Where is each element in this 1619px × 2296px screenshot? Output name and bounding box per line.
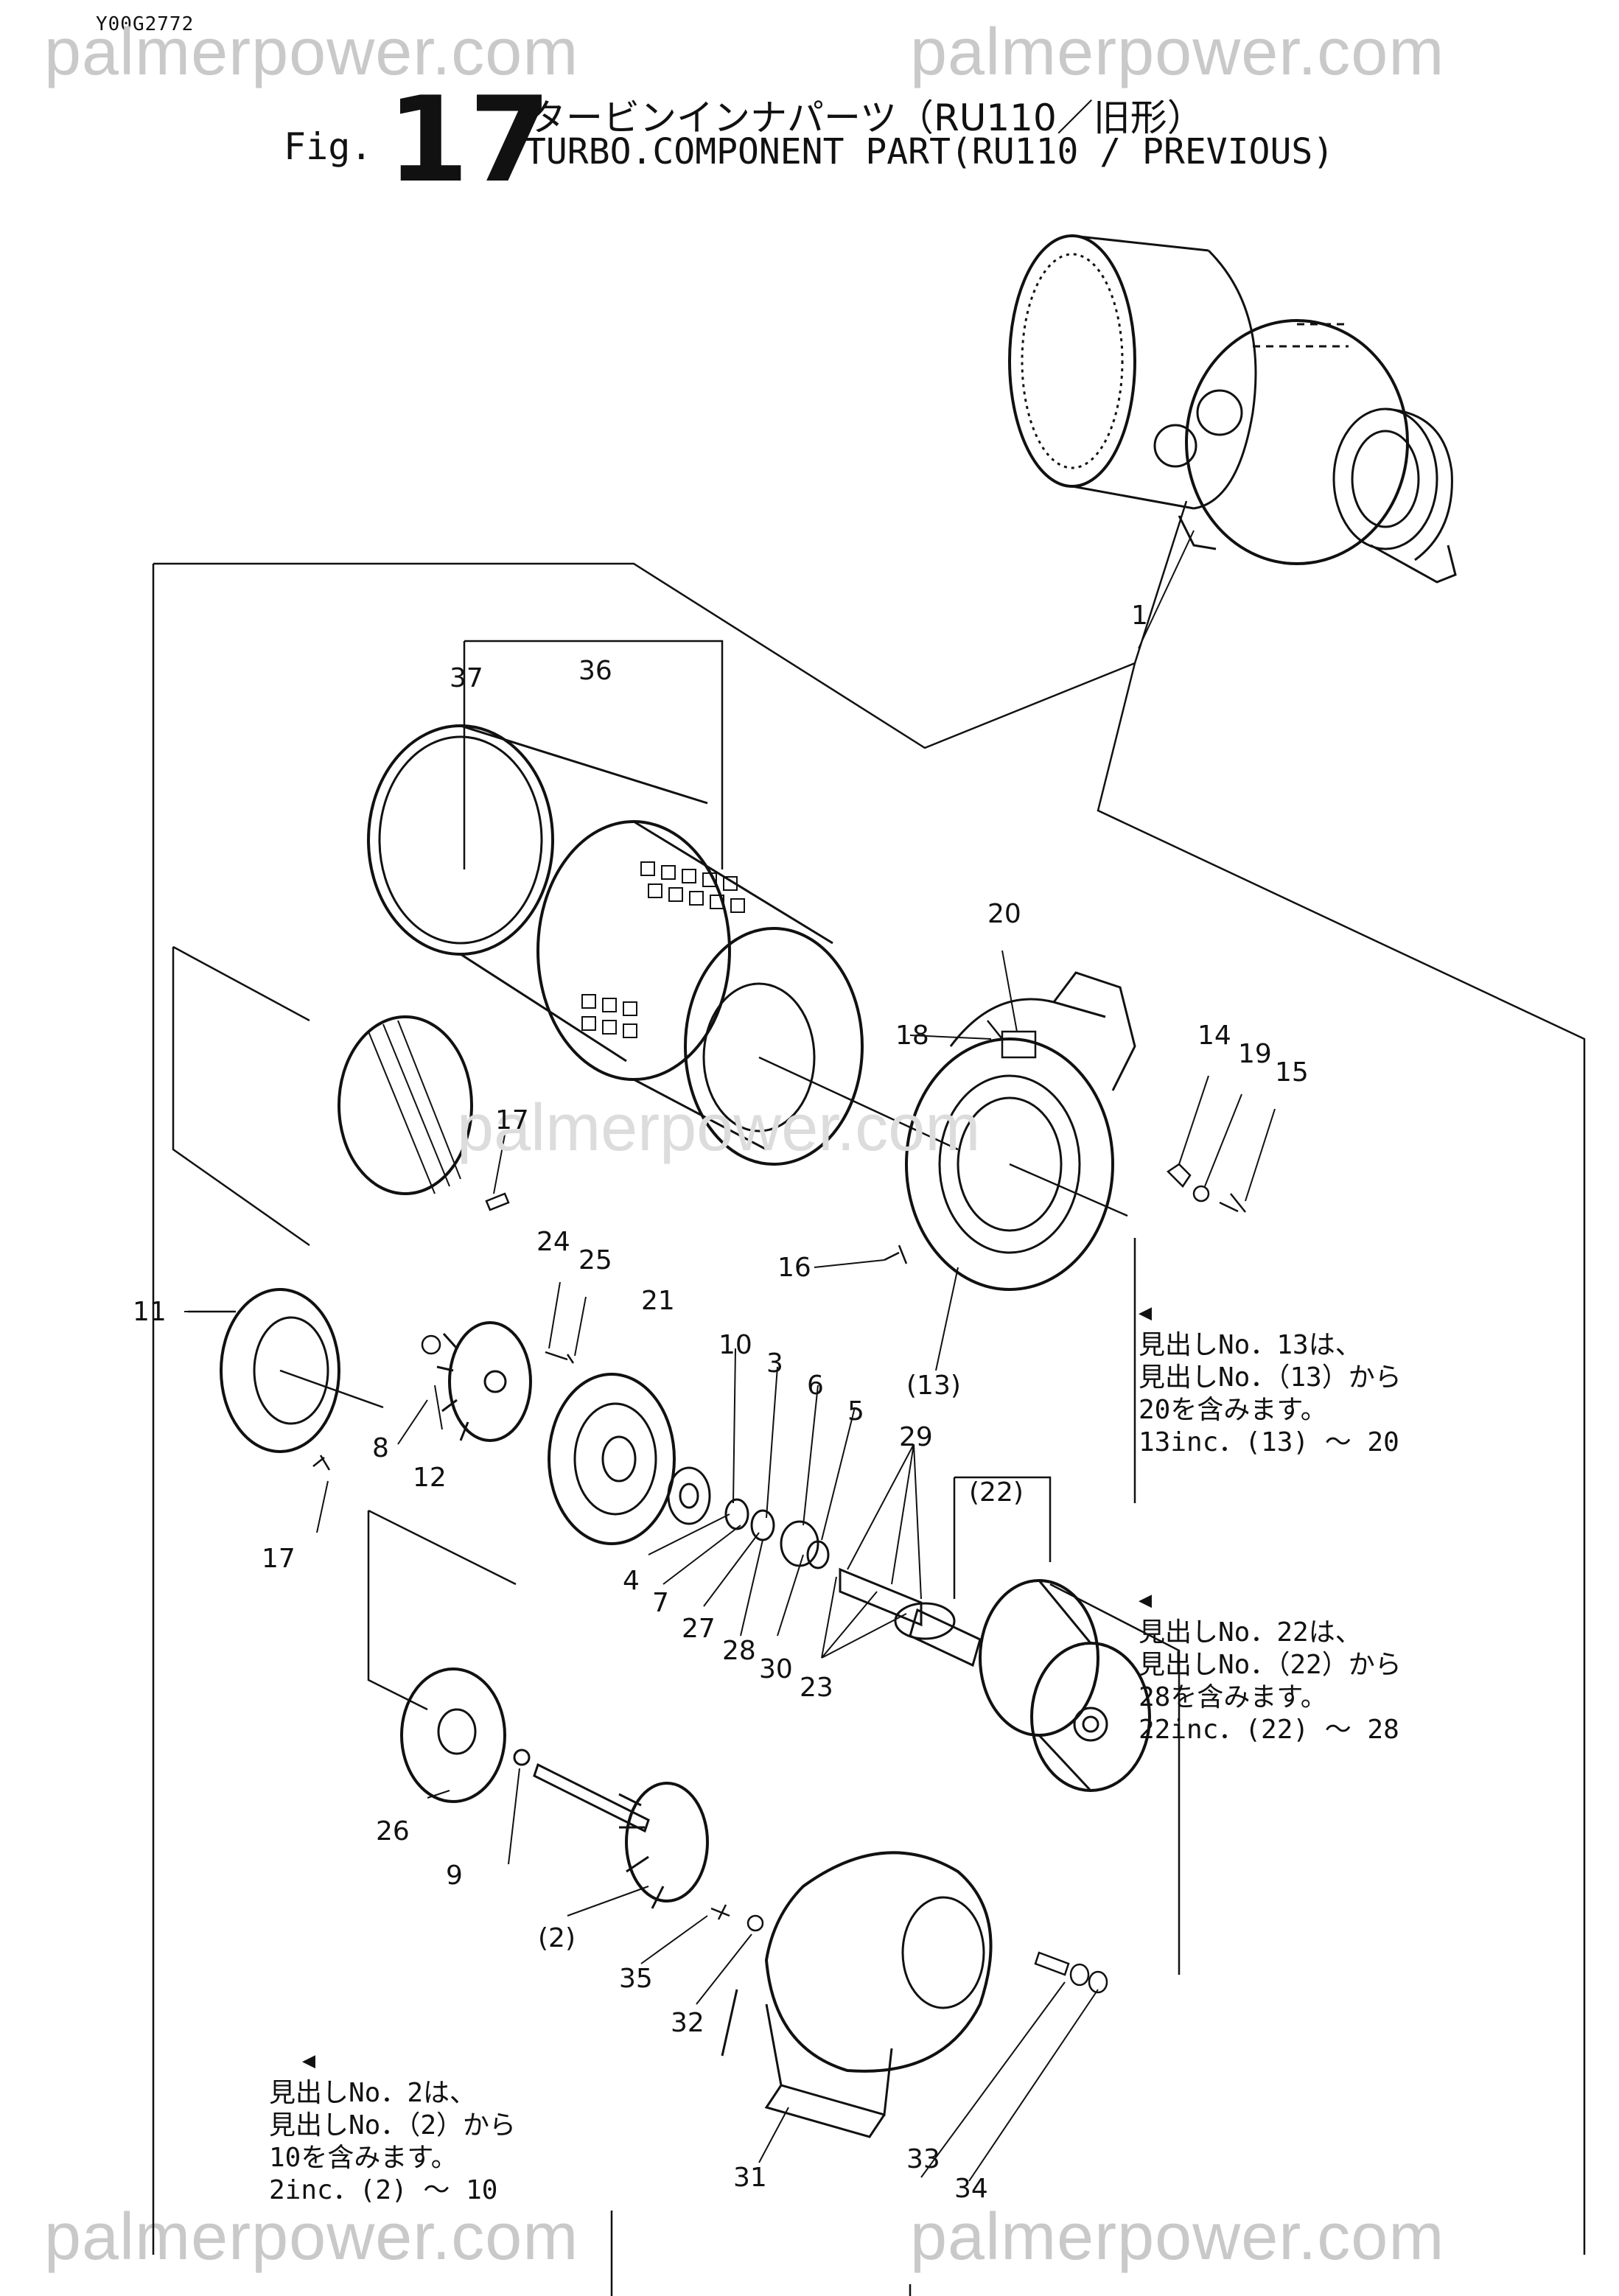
parts-turbine-housing-fasteners [710,1904,1108,1994]
watermark-top-left: palmerpower.com [44,15,579,89]
part-label-14: 14 [1197,1021,1231,1051]
figure-title-english: TURBO.COMPONENT PART(RU110 / PREVIOUS) [525,131,1335,172]
part-label-16: 16 [777,1253,811,1283]
note-22-line1: 見出しNo．22は、 [1139,1617,1362,1648]
part-12-compressor-wheel [436,1321,532,1442]
part-label-37: 37 [450,663,483,693]
note-13-line4: 13inc．(13) ～ 20 [1139,1427,1399,1457]
part-13-compressor-housing [905,971,1136,1291]
figure-title-japanese: タービンインナパーツ（RU110／旧形） [529,97,1204,139]
part-label-34: 34 [954,2174,988,2204]
part-31-turbine-housing [721,1851,993,2138]
note-2-line1: 見出しNo．2は、 [269,2078,477,2108]
part-11-compressor-backplate [220,1015,473,1453]
parts-bearing-seal-cluster [667,1466,982,1667]
part-26-heat-shield [400,1667,506,1803]
note-13-line3: 20を含みます。 [1139,1395,1327,1425]
part-label-6: 6 [807,1371,824,1401]
note-13-block: ◀ 見出しNo．13は、 見出しNo．（13）から 20を含みます。 13inc… [1139,1297,1402,1459]
part-label-21: 21 [641,1286,675,1316]
part-label-17-bottom: 17 [262,1544,296,1574]
note-22-line2: 見出しNo．（22）から [1139,1650,1402,1680]
turbo-assembly-drawing [1008,234,1457,584]
part-label-20: 20 [987,899,1021,929]
part-label-12: 12 [413,1463,447,1493]
note-2-line4: 2inc．(2) ～ 10 [269,2175,498,2205]
part-label-2: (2) [538,1923,576,1953]
part-label-31: 31 [733,2163,767,2193]
figure-number: 17 [387,71,551,209]
note-2-block: ◀ 見出しNo．2は、 見出しNo．（2）から 10を含みます。 2inc．(2… [269,2045,516,2207]
part-label-17-top: 17 [495,1105,529,1135]
part-label-18: 18 [895,1021,929,1051]
hardware-bolts-nuts [312,1020,1246,1471]
part-label-5: 5 [847,1396,864,1427]
part-label-7: 7 [652,1588,669,1618]
figure-prefix: Fig. [284,125,373,168]
part-label-25: 25 [578,1245,612,1275]
part-label-23: 23 [800,1673,833,1703]
note-13-arrow-icon: ◀ [1139,1300,1153,1326]
note-2-arrow-icon: ◀ [302,2048,316,2073]
note-13-line1: 見出しNo．13は、 [1139,1330,1362,1360]
part-label-28: 28 [722,1636,756,1666]
part-label-1: 1 [1131,601,1148,631]
document-id: Y00G2772 [96,13,195,35]
note-2-line3: 10を含みます。 [269,2143,458,2173]
note-2-line2: 見出しNo．（2）から [269,2110,517,2141]
assembly-frame-lines [152,500,1586,2296]
watermark-top-right: palmerpower.com [910,15,1445,89]
part-label-10: 10 [718,1330,752,1360]
watermark-bottom-right: palmerpower.com [910,2200,1445,2274]
part-label-19: 19 [1238,1039,1272,1069]
note-13-line2: 見出しNo．（13）から [1139,1362,1402,1393]
part-label-9: 9 [446,1861,463,1891]
part-label-8: 8 [372,1433,389,1463]
part-36-air-filter [536,820,959,1166]
part-label-4: 4 [623,1566,640,1596]
part-label-13: (13) [906,1371,961,1401]
note-22-line3: 28を含みます。 [1139,1682,1327,1712]
watermark-bottom-left: palmerpower.com [44,2200,579,2274]
part-label-30: 30 [759,1654,793,1684]
part-21-seal-plate [548,1373,676,1545]
part-label-26: 26 [376,1816,410,1847]
watermark-center: palmerpower.com [457,1091,981,1165]
part-label-22-bracket: (22) [969,1477,1024,1508]
part-label-29: 29 [899,1422,933,1452]
part-label-3: 3 [766,1348,783,1379]
note-22-arrow-icon: ◀ [1139,1587,1153,1613]
part-label-27: 27 [682,1614,716,1644]
part-label-35: 35 [619,1964,653,1994]
part-37-filter-band [367,724,708,1063]
part-label-32: 32 [671,2008,704,2038]
part-22-bearing-housing [979,1579,1151,1792]
part-label-33: 33 [906,2144,940,2174]
part-label-15: 15 [1275,1057,1309,1088]
part-2-turbine-shaft-wheel [513,1749,709,1909]
note-22-line4: 22inc．(22) ～ 28 [1139,1715,1399,1745]
part-label-11: 11 [133,1297,167,1327]
part-label-24: 24 [536,1227,570,1257]
note-22-block: ◀ 見出しNo．22は、 見出しNo．（22）から 28を含みます。 22inc… [1139,1584,1402,1746]
leader-lines [184,530,1276,2182]
part-label-36: 36 [578,656,612,686]
